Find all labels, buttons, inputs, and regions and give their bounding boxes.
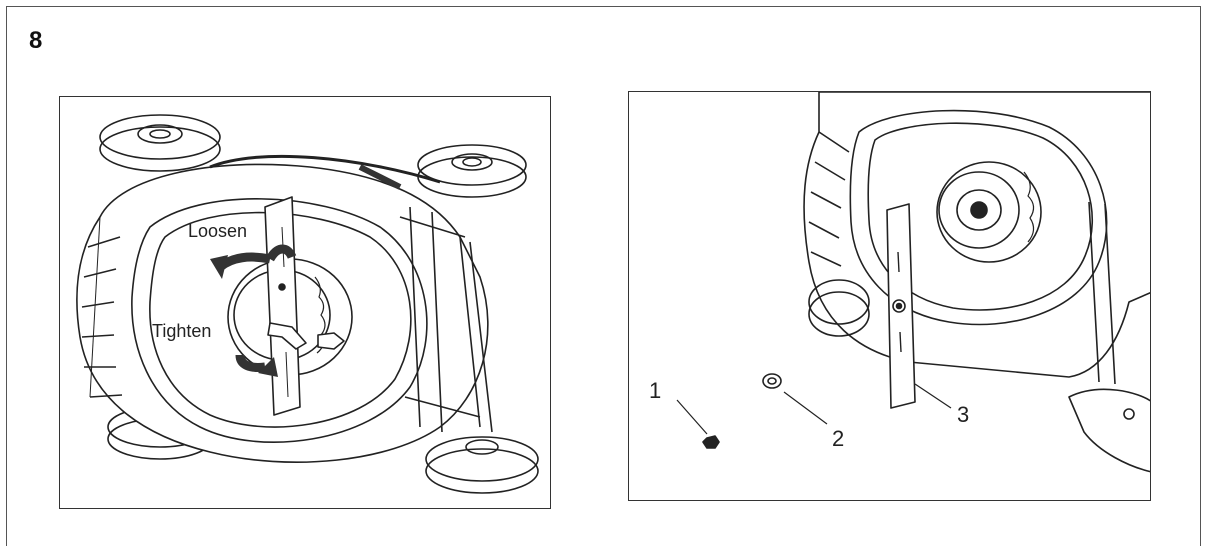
tighten-label: Tighten — [152, 321, 211, 341]
leader-2 — [783, 391, 828, 425]
step-number: 8 — [29, 27, 43, 54]
washer-part — [762, 373, 782, 389]
mower-underside-illustration: Loosen Tighten — [76, 114, 539, 494]
callout-1: 1 — [649, 378, 661, 403]
wheel-top-left — [99, 114, 221, 172]
page-frame — [6, 6, 1201, 546]
wheel-top-right — [417, 144, 527, 198]
leader-1 — [676, 399, 708, 435]
leader-3 — [914, 383, 952, 409]
bolt-part — [702, 435, 720, 449]
callout-3: 3 — [957, 402, 969, 427]
blade-removal-illustration: 1 2 3 — [649, 92, 1150, 473]
wheel-bottom-right — [425, 436, 539, 494]
figure-blade-parts: 1 2 3 — [628, 91, 1151, 501]
loosen-label: Loosen — [188, 221, 247, 241]
tighten-arrow — [235, 354, 278, 377]
loosen-arrow — [210, 244, 297, 279]
figure-loosen-tighten: Loosen Tighten — [59, 96, 551, 509]
callout-2: 2 — [832, 426, 844, 451]
